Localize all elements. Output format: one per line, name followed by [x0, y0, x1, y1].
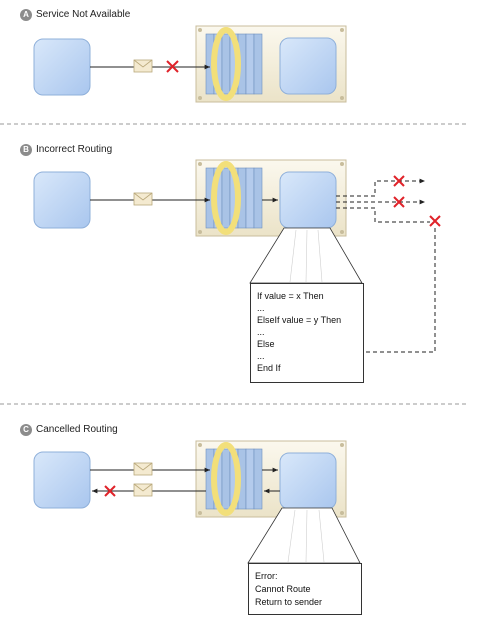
router-node — [279, 452, 337, 510]
code-line: If value = x Then — [257, 291, 324, 301]
section-a — [33, 25, 347, 103]
error-x-icon — [393, 196, 405, 208]
routing-error-box: Error: Cannot Route Return to sender — [248, 563, 362, 615]
code-line: ... — [257, 351, 265, 361]
queue-ring — [211, 442, 241, 516]
section-c-title: Cancelled Routing — [36, 424, 118, 435]
error-line: Error: — [255, 571, 278, 581]
envelope-icon — [133, 483, 153, 497]
queue-ring — [211, 27, 241, 101]
route-1-path — [336, 178, 425, 197]
server-panel — [195, 25, 347, 103]
route-3-path — [336, 207, 430, 223]
code-line: End If — [257, 363, 281, 373]
code-line: ... — [257, 303, 265, 313]
code-line: ElseIf value = y Then — [257, 315, 342, 325]
section-b — [33, 159, 441, 355]
code-line: ... — [257, 327, 265, 337]
client-node — [33, 451, 91, 509]
section-a-title: Service Not Available — [36, 9, 131, 20]
section-c — [33, 440, 361, 564]
queue-ring — [211, 161, 241, 235]
client-node — [33, 171, 91, 229]
error-x-icon — [104, 485, 116, 497]
envelope-icon — [133, 462, 153, 476]
routing-code-box: If value = x Then ... ElseIf value = y T… — [250, 283, 364, 383]
section-b-badge: B — [20, 144, 32, 156]
error-line: Cannot Route — [255, 584, 311, 594]
code-line: Else — [257, 339, 275, 349]
section-b-title: Incorrect Routing — [36, 144, 113, 155]
section-c-badge: C — [20, 424, 32, 436]
envelope-icon — [133, 59, 153, 73]
client-node — [33, 38, 91, 96]
section-a-badge: A — [20, 9, 32, 21]
envelope-icon — [133, 192, 153, 206]
router-node — [279, 171, 337, 229]
error-x-icon — [429, 215, 441, 227]
error-x-icon — [393, 175, 405, 187]
server-panel — [195, 440, 347, 518]
service-node — [279, 37, 337, 95]
error-line: Return to sender — [255, 597, 323, 607]
server-panel — [195, 159, 347, 237]
error-x-icon — [166, 60, 179, 73]
